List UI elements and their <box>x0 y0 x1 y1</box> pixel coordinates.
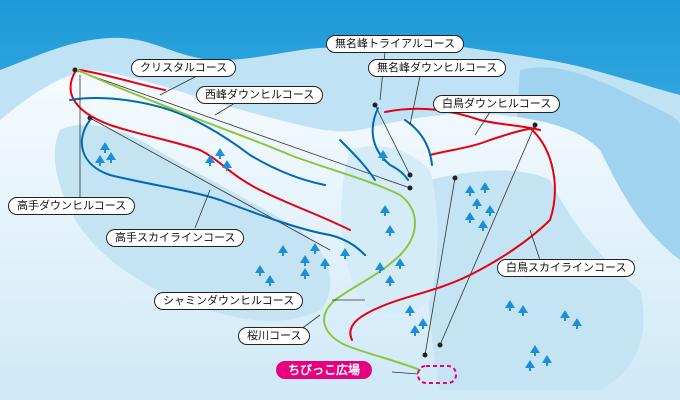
label-mumeiho-downhill-course[interactable]: 無名峰ダウンヒルコース <box>368 59 507 77</box>
course-hakucho-down-path <box>429 127 536 156</box>
course-takate-downhill-path <box>69 71 351 231</box>
label-leaders <box>79 51 541 375</box>
label-shamin-downhill-course[interactable]: シャミンダウンヒルコース <box>154 292 304 310</box>
label-sakuragawa-course[interactable]: 桜川コース <box>238 327 311 345</box>
trees <box>95 142 582 371</box>
course-sakuragawa-path <box>77 69 421 371</box>
label-mumeiho-trial-course[interactable]: 無名峰トライアルコース <box>326 35 465 53</box>
blue-courses <box>69 97 433 256</box>
label-takate-skyline-course[interactable]: 高手スカイラインコース <box>106 229 245 247</box>
course-mumeiho-down-path <box>371 107 409 181</box>
course-hakucho-path <box>384 107 541 131</box>
label-hakucho-skyline-course[interactable]: 白鳥スカイラインコース <box>497 259 636 277</box>
red-courses <box>69 69 556 341</box>
course-shamin-path <box>349 127 556 341</box>
course-blue-center <box>339 139 376 181</box>
label-takate-downhill-course[interactable]: 高手ダウンヒルコース <box>8 197 136 215</box>
lift-lines <box>74 69 536 356</box>
label-crystal-course[interactable]: クリスタルコース <box>131 59 237 77</box>
course-nishimine-blue <box>69 97 326 186</box>
label-nishimine-downhill-course[interactable]: 西峰ダウンヒルコース <box>196 86 324 104</box>
course-mumeiho-down-right <box>404 119 433 166</box>
label-kids-area[interactable]: ちびっこ広場 <box>276 361 373 379</box>
label-hakucho-downhill-course[interactable]: 白鳥ダウンヒルコース <box>433 95 561 113</box>
lift-stations <box>72 67 538 358</box>
course-takate-skyline-path <box>80 119 366 256</box>
course-crystal-red <box>79 69 166 91</box>
kids-area-marker <box>417 365 457 384</box>
